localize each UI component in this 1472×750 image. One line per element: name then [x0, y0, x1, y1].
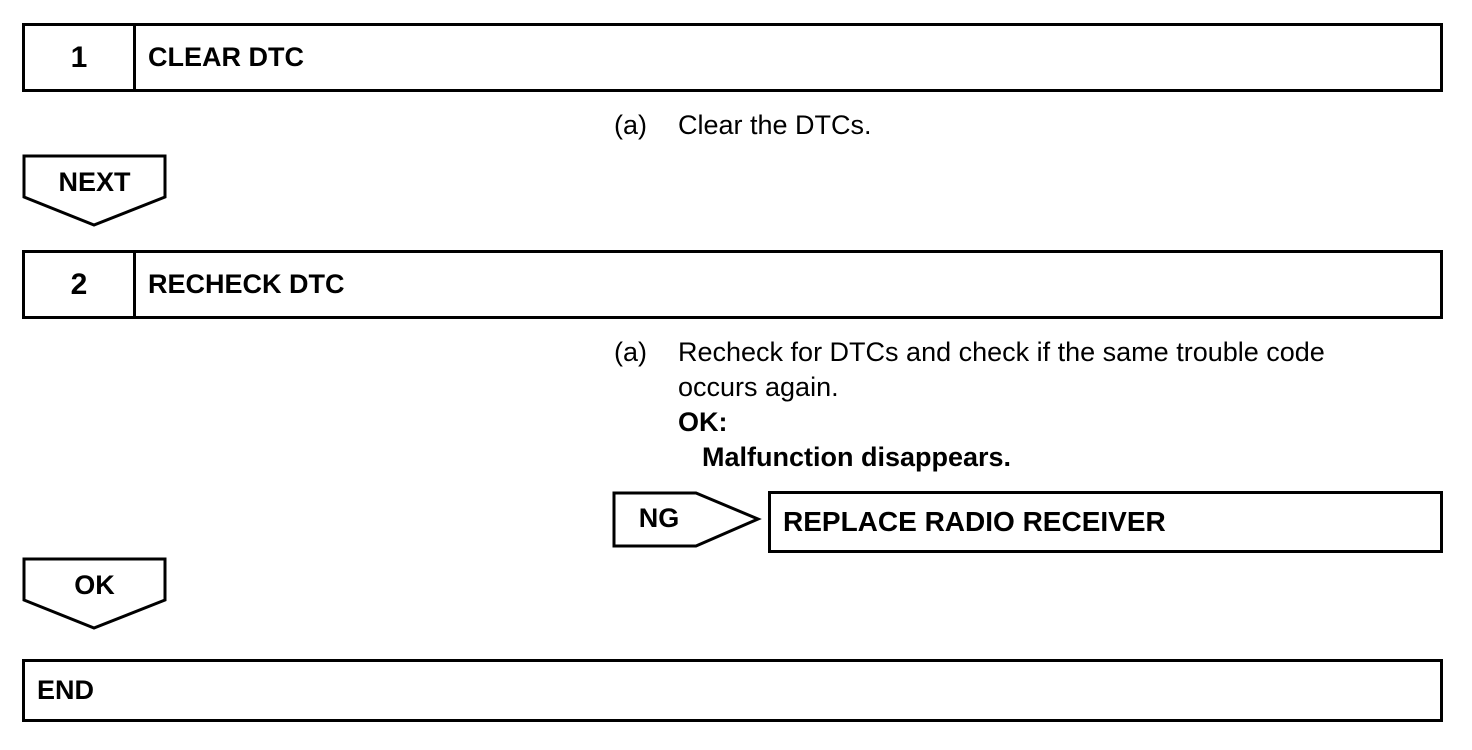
ng-result-box: REPLACE RADIO RECEIVER	[768, 491, 1443, 553]
instruction-label: (a)	[614, 337, 647, 367]
ng-result-text: REPLACE RADIO RECEIVER	[783, 506, 1166, 537]
step-2-header: 2 RECHECK DTC	[22, 250, 1443, 319]
step-1-instruction: (a) Clear the DTCs.	[614, 108, 1444, 144]
step-number: 1	[25, 26, 136, 89]
ok-arrow	[22, 557, 167, 630]
ok-label: OK	[74, 570, 115, 600]
ng-arrow	[612, 491, 762, 548]
ok-criteria-label: OK:	[678, 407, 728, 437]
ok-criteria-text: Malfunction disappears.	[702, 442, 1012, 472]
instruction-line-2: occurs again.	[678, 372, 839, 402]
instruction-label: (a)	[614, 110, 647, 140]
end-box: END	[22, 659, 1443, 722]
step-title: RECHECK DTC	[148, 269, 345, 299]
instruction-line-1: Recheck for DTCs and check if the same t…	[678, 337, 1325, 367]
step-number: 2	[25, 253, 136, 316]
step-2-instruction: (a) Recheck for DTCs and check if the sa…	[614, 335, 1444, 480]
next-arrow	[22, 154, 167, 227]
ng-label: NG	[638, 503, 680, 533]
step-1-header: 1 CLEAR DTC	[22, 23, 1443, 92]
next-label: NEXT	[58, 167, 131, 197]
instruction-text: Clear the DTCs.	[678, 110, 872, 140]
end-label: END	[37, 675, 95, 705]
step-title: CLEAR DTC	[148, 42, 304, 72]
